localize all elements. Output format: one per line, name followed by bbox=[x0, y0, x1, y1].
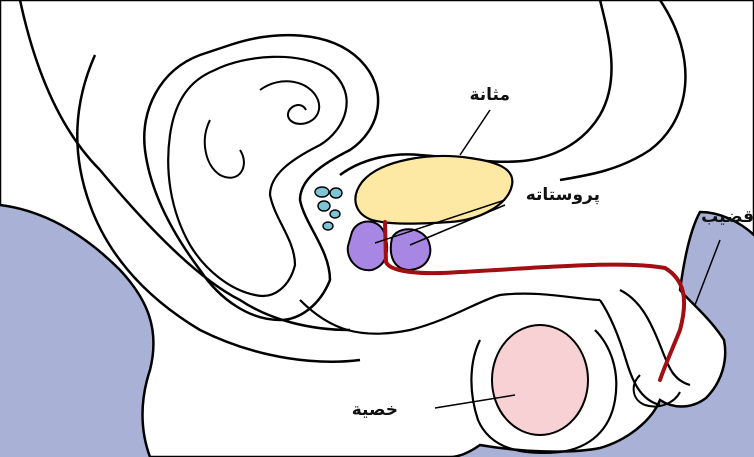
label-bladder: مثانة bbox=[469, 85, 510, 105]
prostate-left-lobe bbox=[348, 222, 387, 271]
label-testis: خصية bbox=[352, 400, 398, 420]
label-penis: قضيب bbox=[701, 207, 754, 227]
testis bbox=[492, 325, 588, 435]
label-prostate: پروستاته bbox=[526, 185, 600, 205]
